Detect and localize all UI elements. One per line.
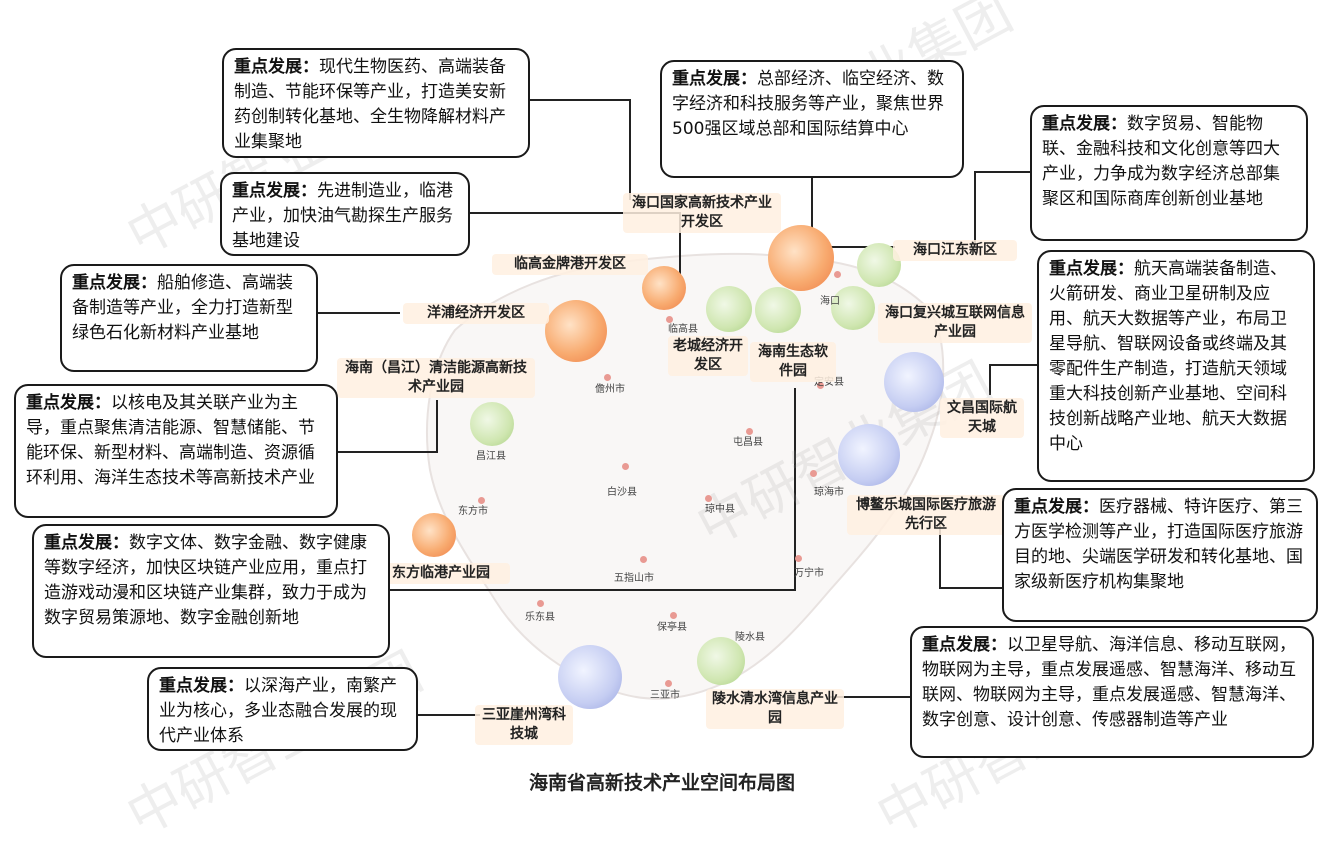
callout-boao: 重点发展：医疗器械、特许医疗、第三方医学检测等产业，打造国际医疗旅游目的地、尖端…: [1002, 488, 1318, 622]
city-dot: [670, 612, 677, 619]
callout-fuxingcheng: 重点发展：数字贸易、智能物联、金融科技和文化创意等四大产业，力争成为数字经济总部…: [1030, 105, 1308, 241]
callout-jiangdong: 重点发展：总部经济、临空经济、数字经济和科技服务等产业，聚焦世界500强区域总部…: [660, 60, 964, 178]
zone-lingao: 临高金牌港开发区: [492, 254, 648, 275]
zone-lingshui: 陵水清水湾信息产业园: [706, 689, 844, 729]
callout-lead: 重点发展：: [1042, 114, 1127, 134]
callout-text: 以核电及其关联产业为主导，重点聚焦清洁能源、智慧储能、节能环保、新型材料、高端制…: [26, 393, 315, 488]
callout-lingshui: 重点发展：以卫星导航、海洋信息、移动互联网，物联网为主导，重点发展遥感、智慧海洋…: [910, 626, 1314, 758]
bubble-lingao: [642, 266, 686, 310]
city-label: 屯昌县: [733, 437, 763, 448]
zone-laocheng: 老城经济开发区: [668, 336, 748, 376]
city-label: 乐东县: [525, 612, 555, 623]
callout-lead: 重点发展：: [72, 273, 157, 293]
callout-text: 现代生物医药、高端装备制造、节能环保等产业，打造美安新药创制转化基地、全生物降解…: [234, 57, 506, 152]
bubble-fuxingcheng: [831, 286, 875, 330]
city-label: 陵水县: [735, 632, 765, 643]
zone-jiangdong: 海口江东新区: [893, 240, 1017, 261]
connector-9: [989, 364, 1037, 395]
callout-lead: 重点发展：: [1014, 497, 1099, 517]
callout-haikou-high-tech: 重点发展：现代生物医药、高端装备制造、节能环保等产业，打造美安新药创制转化基地、…: [222, 48, 530, 158]
city-label: 五指山市: [614, 573, 654, 584]
connector-10: [939, 522, 1002, 589]
city-label: 东方市: [458, 506, 488, 517]
callout-lead: 重点发展：: [44, 533, 129, 553]
city-dot: [746, 428, 753, 435]
bubble-boao: [838, 424, 900, 486]
callout-lead: 重点发展：: [26, 393, 111, 413]
bubble-haikou-high-tech: [768, 225, 834, 291]
city-label: 临高县: [668, 324, 698, 335]
city-label: 万宁市: [794, 568, 824, 579]
callout-sanya: 重点发展：以深海产业，南繁产业为核心，多业态融合发展的现代产业体系: [147, 667, 418, 751]
callout-dongfang: 重点发展：数字文体、数字金融、数字健康等数字经济，加快区块链产业应用，重点打造游…: [32, 524, 390, 658]
city-dot: [817, 382, 824, 389]
callout-text: 先进制造业，临港产业，加快油气勘探生产服务基地建设: [232, 181, 453, 251]
city-label: 昌江县: [476, 451, 506, 462]
connector-8: [974, 171, 1030, 247]
city-dot: [810, 470, 817, 477]
city-dot: [834, 271, 841, 278]
zone-dongfang: 东方临港产业园: [372, 563, 510, 584]
connector-5: [390, 388, 796, 591]
connector-4: [338, 400, 438, 453]
city-label: 保亭县: [657, 622, 687, 633]
city-dot: [795, 555, 802, 562]
zone-sanya: 三亚崖州湾科技城: [475, 705, 573, 745]
callout-changjiang: 重点发展：以核电及其关联产业为主导，重点聚焦清洁能源、智慧储能、节能环保、新型材…: [14, 384, 338, 518]
city-label: 海口: [820, 296, 840, 307]
callout-text: 航天高端装备制造、火箭研发、商业卫星研制及应用、航天大数据等产业，布局卫星导航、…: [1049, 259, 1287, 454]
city-dot: [640, 556, 647, 563]
bubble-wenchang: [884, 352, 944, 412]
callout-text: 以卫星导航、海洋信息、移动互联网，物联网为主导，重点发展遥感、智慧海洋、移动互联…: [922, 635, 1296, 730]
callout-yangpu: 重点发展：船舶修造、高端装备制造等产业，全力打造新型绿色石化新材料产业基地: [60, 264, 318, 372]
callout-text: 以深海产业，南繁产业为核心，多业态融合发展的现代产业体系: [159, 676, 397, 746]
callout-text: 数字贸易、智能物联、金融科技和文化创意等四大产业，力争成为数字经济总部集聚区和国…: [1042, 114, 1280, 209]
figure-caption: 海南省高新技术产业空间布局图: [528, 772, 795, 794]
callout-lead: 重点发展：: [234, 57, 319, 77]
city-label: 琼海市: [814, 487, 844, 498]
bubble-lingshui: [697, 637, 745, 685]
city-label: 定安县: [814, 377, 844, 388]
bubble-software-park: [755, 287, 801, 333]
zone-yangpu: 洋浦经济开发区: [403, 303, 549, 324]
connector-1: [530, 99, 631, 200]
bubble-dongfang: [412, 513, 456, 557]
city-label: 三亚市: [650, 690, 680, 701]
callout-text: 船舶修造、高端装备制造等产业，全力打造新型绿色石化新材料产业基地: [72, 273, 293, 343]
zone-haikou-high-tech: 海口国家高新技术产业开发区: [623, 193, 781, 233]
callout-lead: 重点发展：: [159, 676, 244, 696]
city-dot: [705, 495, 712, 502]
zone-wenchang: 文昌国际航天城: [940, 398, 1024, 438]
zone-fuxingcheng: 海口复兴城互联网信息产业园: [878, 303, 1032, 343]
callout-lead: 重点发展：: [1049, 259, 1134, 279]
bubble-sanya: [558, 645, 622, 709]
callout-wenchang: 重点发展：航天高端装备制造、火箭研发、商业卫星研制及应用、航天大数据等产业，布局…: [1037, 250, 1315, 482]
city-dot: [666, 316, 673, 323]
city-dot: [478, 497, 485, 504]
callout-lead: 重点发展：: [232, 181, 317, 201]
city-dot: [622, 463, 629, 470]
city-label: 儋州市: [595, 384, 625, 395]
city-dot: [537, 600, 544, 607]
zone-changjiang: 海南（昌江）清洁能源高新技术产业园: [337, 358, 535, 398]
city-label: 白沙县: [607, 487, 637, 498]
zone-software-park: 海南生态软件园: [750, 342, 836, 382]
callout-text: 医疗器械、特许医疗、第三方医学检测等产业，打造国际医疗旅游目的地、尖端医学研发和…: [1014, 497, 1303, 592]
callout-lead: 重点发展：: [922, 635, 1007, 655]
zone-boao: 博鳌乐城国际医疗旅游先行区: [847, 495, 1005, 535]
bubble-laocheng: [706, 286, 752, 332]
bubble-yangpu: [545, 300, 607, 362]
city-dot: [604, 374, 611, 381]
callout-text: 总部经济、临空经济、数字经济和科技服务等产业，聚焦世界500强区域总部和国际结算…: [672, 69, 944, 139]
city-dot: [665, 680, 672, 687]
city-label: 琼中县: [705, 504, 735, 515]
bubble-changjiang: [470, 402, 514, 446]
callout-lingao: 重点发展：先进制造业，临港产业，加快油气勘探生产服务基地建设: [220, 172, 470, 256]
callout-lead: 重点发展：: [672, 69, 757, 89]
callout-text: 数字文体、数字金融、数字健康等数字经济，加快区块链产业应用，重点打造游戏动漫和区…: [44, 533, 367, 628]
